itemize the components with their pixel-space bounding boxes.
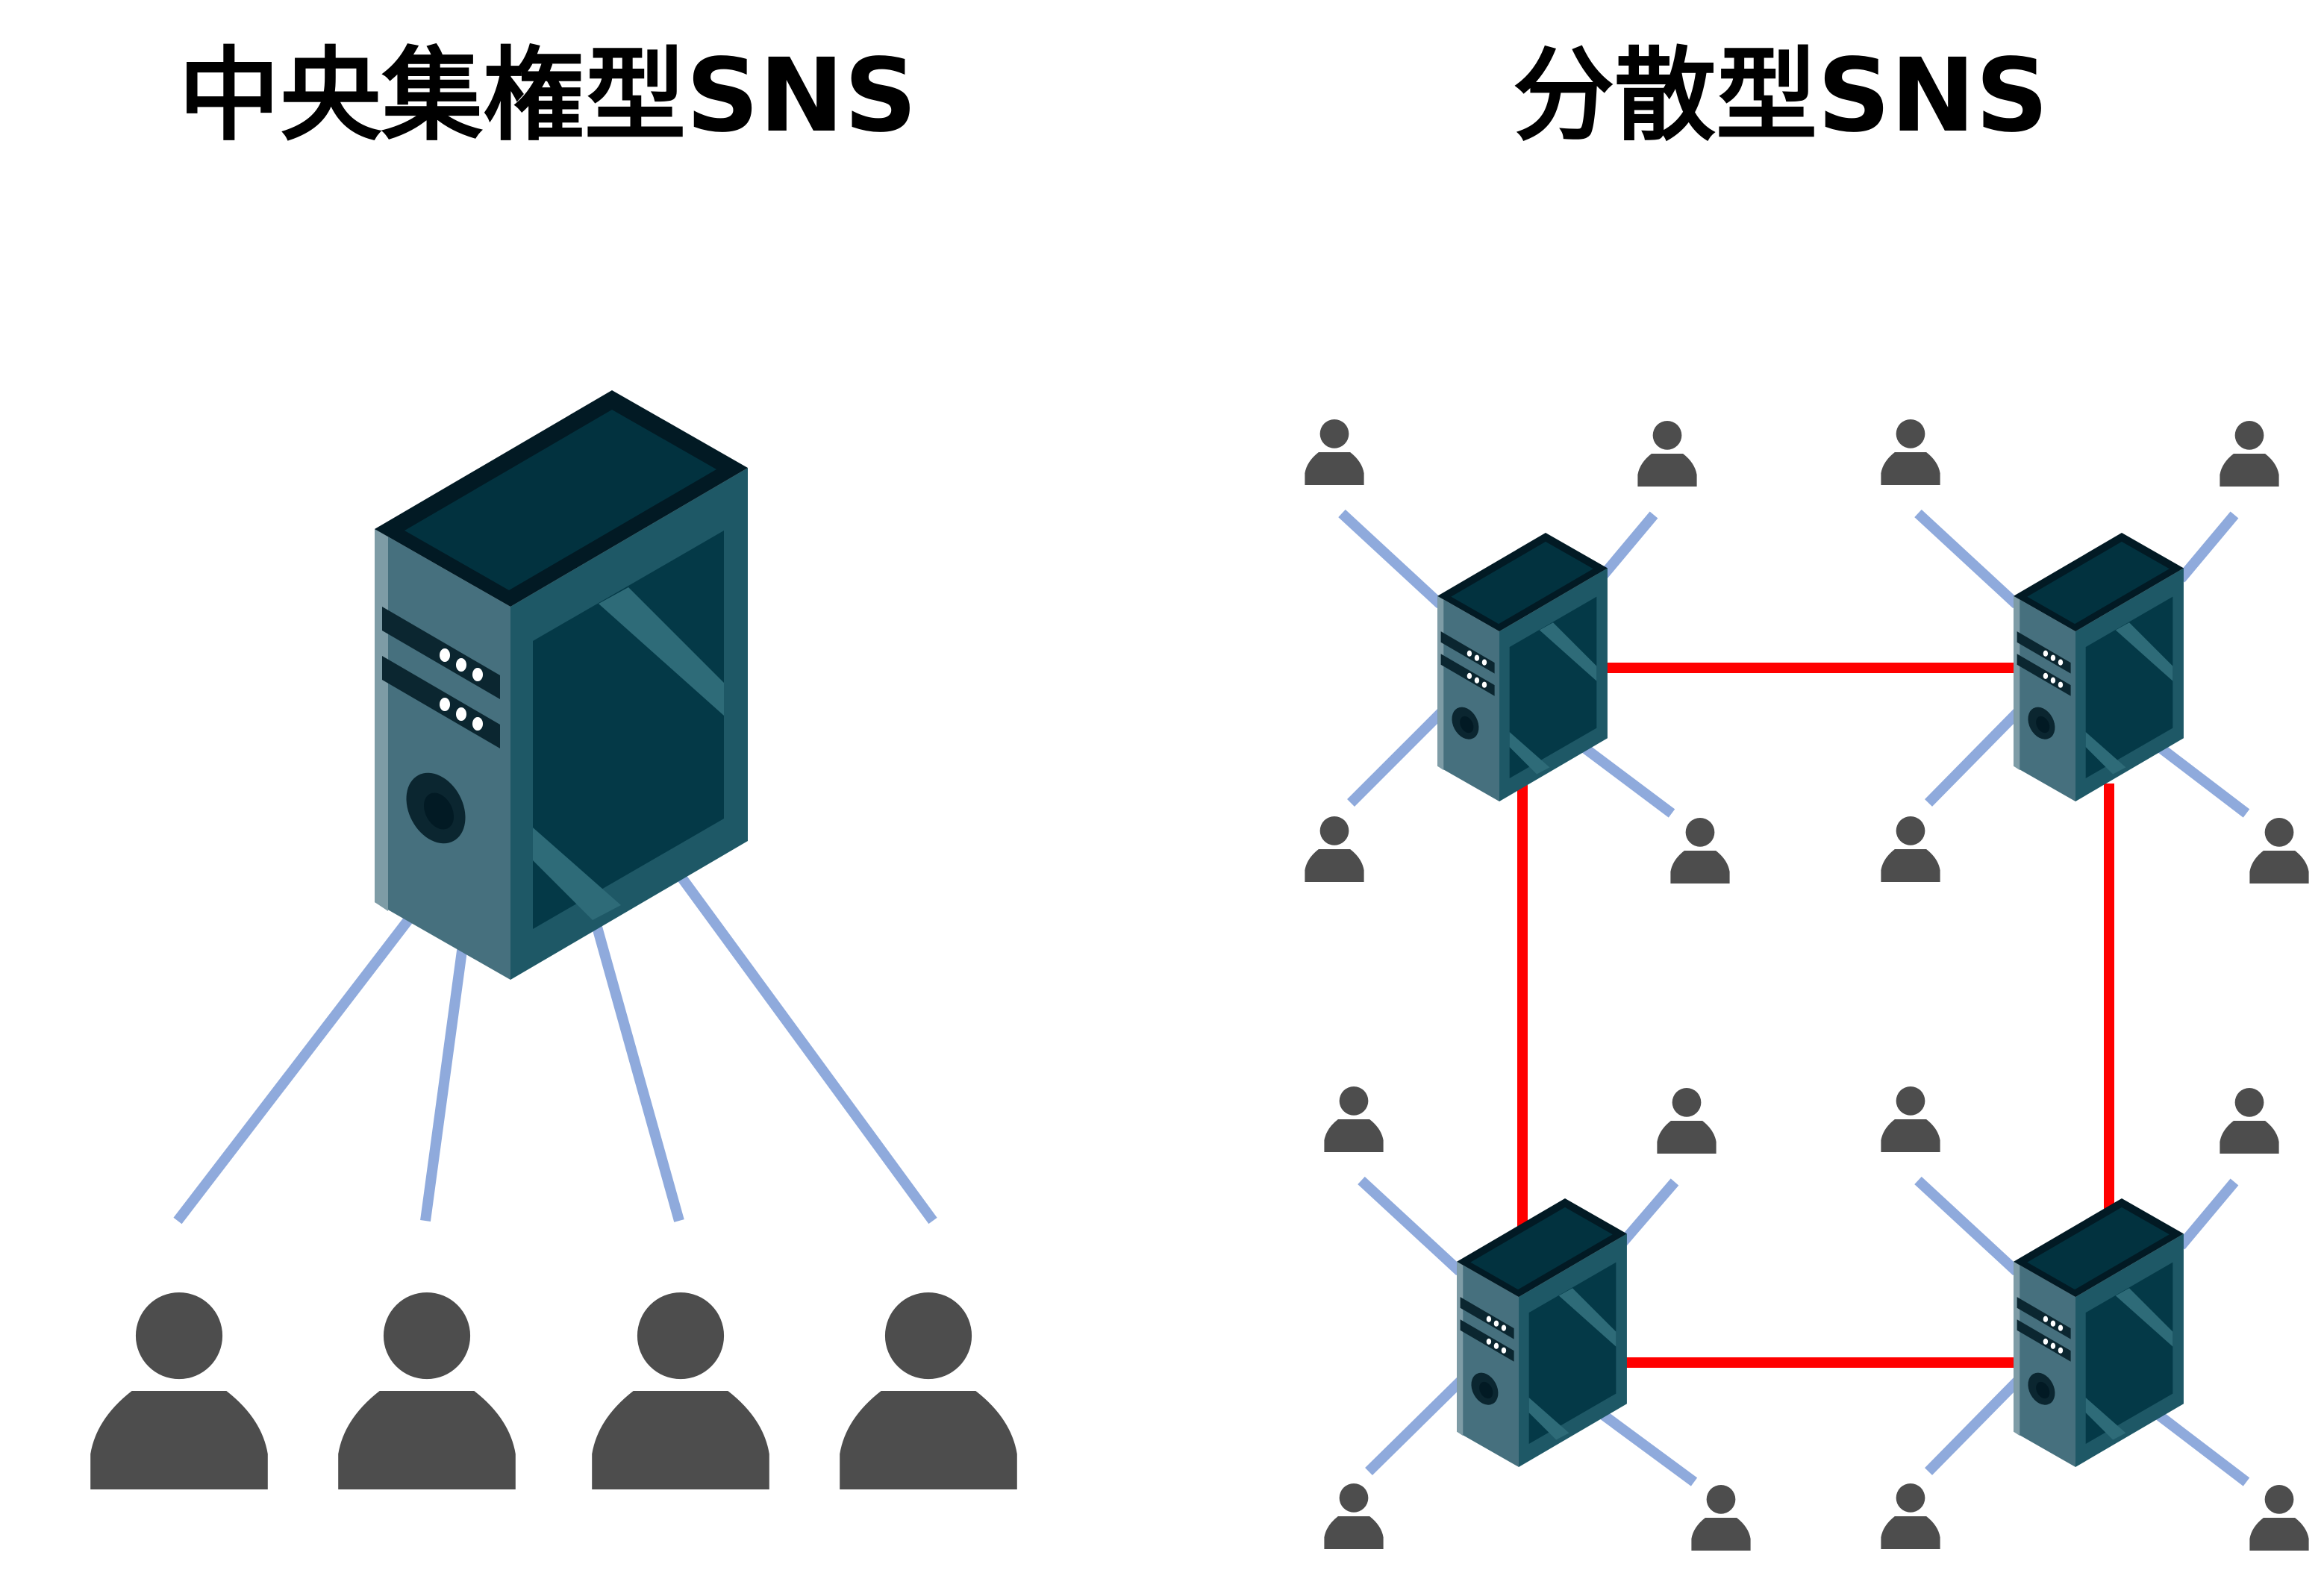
user-link [2176, 1178, 2239, 1250]
server-icon [1457, 1198, 1627, 1467]
server-icon [1437, 533, 1608, 801]
user-link [173, 904, 422, 1225]
user-icon [1691, 1485, 1751, 1551]
user-icon [2220, 1088, 2279, 1154]
user-link [2176, 511, 2239, 583]
server-links [1517, 663, 2114, 1368]
user-link [1347, 705, 1449, 807]
user-icon [840, 1292, 1017, 1489]
user-icon [1305, 419, 1364, 485]
centralized-user-links [173, 866, 937, 1225]
centralized-sns-title: 中央集権型SNS [178, 37, 917, 155]
centralized-diagram [90, 390, 1017, 1489]
user-link [1914, 509, 2020, 609]
user-icon [1324, 1483, 1384, 1549]
distributed-diagram [1305, 419, 2309, 1551]
user-icon [1657, 1088, 1717, 1154]
user-link [1615, 1178, 1679, 1250]
user-icon [2249, 1485, 2309, 1551]
user-link [1914, 1176, 2020, 1276]
user-icon [1881, 1086, 1940, 1152]
user-link [2155, 742, 2250, 818]
user-link [2155, 1410, 2250, 1486]
distributed-user-links [1338, 509, 2250, 1486]
user-icon [1637, 421, 1697, 487]
user-link [1578, 742, 1675, 818]
user-link [1599, 1410, 1698, 1486]
user-icon [90, 1292, 268, 1489]
user-link [1338, 509, 1444, 609]
user-icon [592, 1292, 769, 1489]
user-link [1925, 705, 2025, 807]
user-link [1925, 1374, 2025, 1475]
user-link [1365, 1374, 1468, 1475]
user-icon [1305, 816, 1364, 882]
server-icon [2014, 1198, 2184, 1467]
user-link [1596, 511, 1658, 583]
user-link [1358, 1176, 1464, 1276]
user-icon [1881, 1483, 1940, 1549]
user-link [589, 915, 684, 1222]
user-icon [1881, 419, 1940, 485]
distributed-sns-title: 分散型SNS [1513, 37, 2049, 155]
user-icon [2220, 421, 2279, 487]
user-icon [1324, 1086, 1384, 1152]
user-link [420, 933, 469, 1222]
user-icon [2249, 818, 2309, 883]
user-icon [1881, 816, 1940, 882]
user-icon [1670, 818, 1730, 883]
centralized-users [90, 1292, 1017, 1489]
user-icon [338, 1292, 516, 1489]
server-icon [2014, 533, 2184, 801]
user-link [672, 866, 937, 1225]
